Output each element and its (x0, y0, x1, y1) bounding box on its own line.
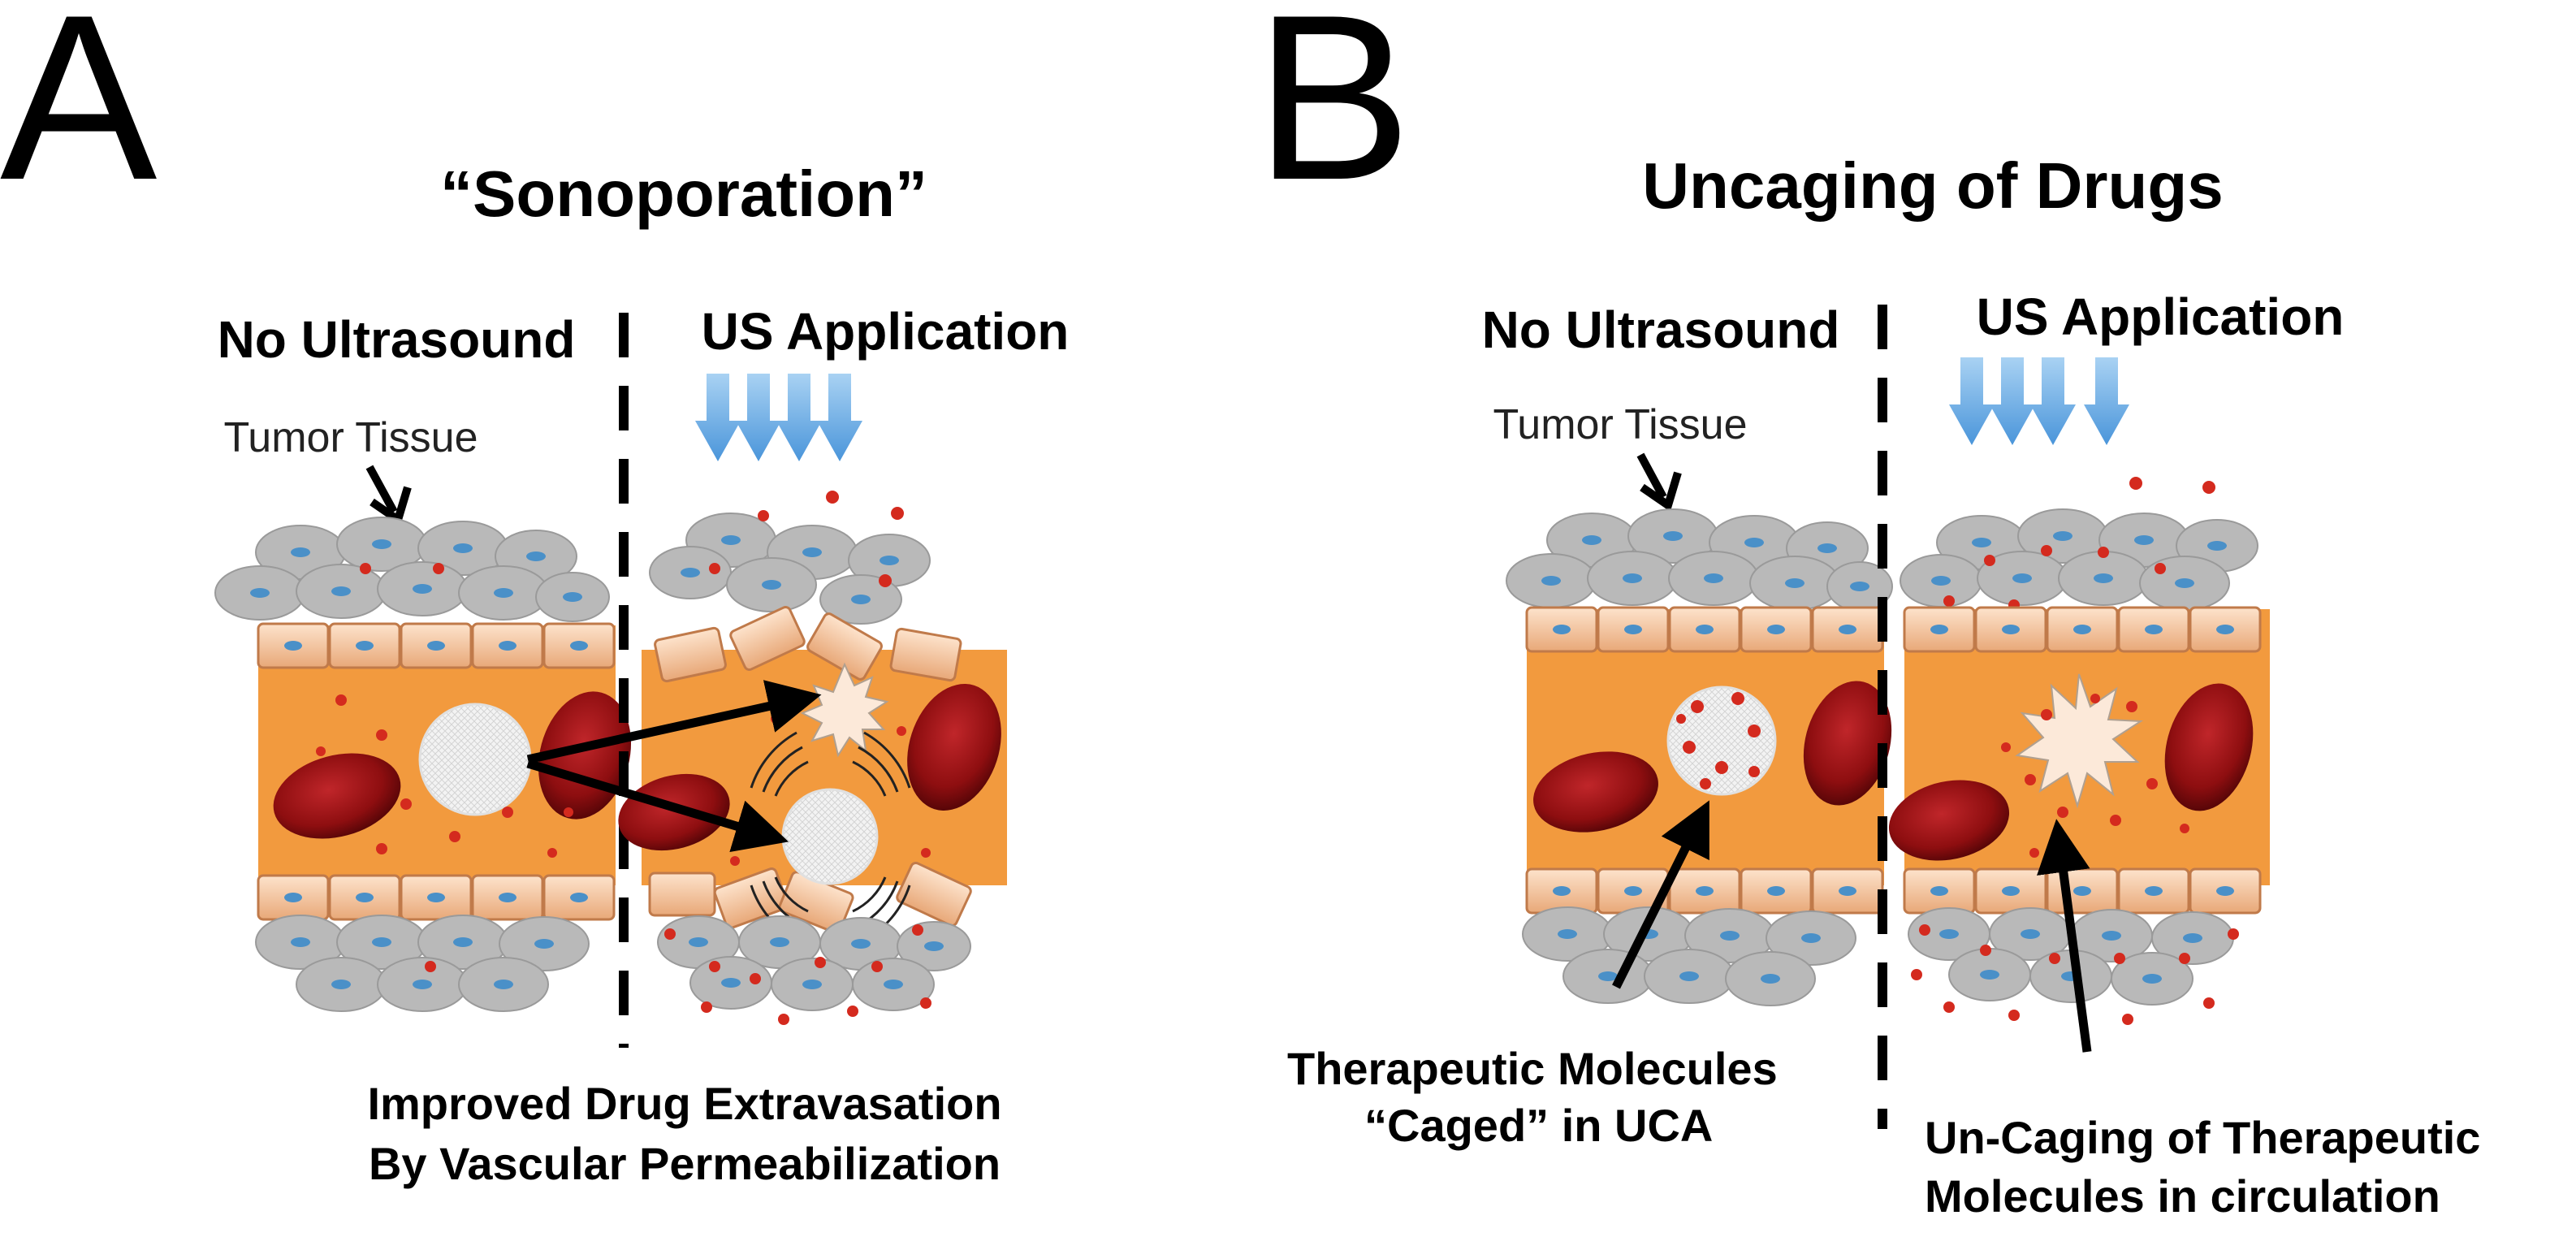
panel-b-left-vessel (1525, 606, 1892, 915)
panel-b-letter: B (1255, 0, 1411, 229)
panel-b-left-caption-line1: Therapeutic Molecules (1287, 1043, 1778, 1094)
red-blood-cell-icon (618, 773, 730, 851)
panel-b-right-tissue-bottom (1908, 907, 2239, 1025)
panel-a-caption-line1: Improved Drug Extravasation (367, 1078, 1001, 1129)
panel-b-right-tissue-top (1900, 477, 2258, 611)
ultrasound-arrow-icon (2030, 357, 2076, 445)
microbubble-icon (418, 703, 532, 816)
ultrasound-arrow-icon (2084, 357, 2129, 445)
panel-b-us-application-header: US Application (1977, 288, 2345, 346)
red-blood-cell-icon (1803, 681, 1892, 806)
panel-b-no-ultrasound-header: No Ultrasound (1482, 301, 1840, 359)
panel-b-ultrasound-arrows (1949, 357, 2129, 445)
tumor-tissue-pointer-arrowhead (1640, 471, 1682, 513)
panel-a-us-application-header: US Application (702, 302, 1070, 361)
panel-a-left-tissue-bottom (255, 915, 590, 1012)
ultrasound-arrow-icon (776, 374, 822, 461)
red-blood-cell-icon (2164, 683, 2254, 811)
panel-b-right-caption-line1: Un-Caging of Therapeutic (1925, 1112, 2480, 1163)
burst-microbubble-icon (800, 662, 889, 758)
panel-a-right-vessel (618, 606, 1007, 942)
panel-b-left-tissue-bottom (1522, 906, 1856, 1006)
transition-arrow-to-oscillation (526, 759, 789, 852)
panel-a: A “Sonoporation” No Ultrasound US Applic… (0, 0, 1069, 1189)
panel-a-caption-line2: By Vascular Permeabilization (369, 1138, 1001, 1189)
ultrasound-arrow-icon (817, 374, 862, 461)
panel-a-tumor-tissue-label: Tumor Tissue (223, 414, 478, 461)
red-blood-cell-icon (907, 684, 1001, 811)
panel-a-title: “Sonoporation” (440, 158, 927, 230)
tumor-tissue-pointer-arrow (365, 465, 398, 514)
panel-a-letter: A (0, 0, 158, 229)
ultrasound-arrow-icon (1990, 357, 2035, 445)
red-blood-cell-icon (273, 753, 401, 839)
caged-pointer-arrow (1612, 800, 1709, 989)
panel-b-right-vessel (1888, 606, 2270, 915)
panel-b-tumor-tissue-label: Tumor Tissue (1493, 401, 1747, 448)
panel-b-left-caption-line2: “Caged” in UCA (1364, 1100, 1713, 1151)
red-blood-cell-icon (1533, 751, 1658, 833)
uncaging-pointer-arrow (2037, 819, 2092, 1053)
panel-a-right-tissue-bottom (657, 915, 971, 1025)
ultrasound-arrow-icon (1949, 357, 1995, 445)
panel-b-left-tissue-top (1506, 508, 1893, 612)
red-blood-cell-icon (1888, 780, 2010, 861)
tumor-tissue-pointer-arrow (1636, 452, 1667, 500)
panel-b-title: Uncaging of Drugs (1642, 149, 2224, 222)
panel-a-left-tissue-top (214, 517, 610, 622)
panel-a-right-tissue-top (649, 491, 931, 625)
ultrasound-arrow-icon (695, 374, 741, 461)
panel-a-ultrasound-arrows (695, 374, 862, 461)
caged-drug-microbubble-icon (1666, 686, 1777, 796)
panel-b: B Uncaging of Drugs No Ultrasound US App… (1255, 0, 2480, 1222)
panel-a-no-ultrasound-header: No Ultrasound (218, 310, 576, 369)
oscillating-microbubble-icon (781, 788, 879, 885)
panel-a-left-vessel (257, 622, 632, 921)
transition-arrow-to-burst (526, 680, 822, 764)
panel-b-right-caption-line2: Molecules in circulation (1925, 1170, 2440, 1222)
ultrasound-arrow-icon (736, 374, 781, 461)
